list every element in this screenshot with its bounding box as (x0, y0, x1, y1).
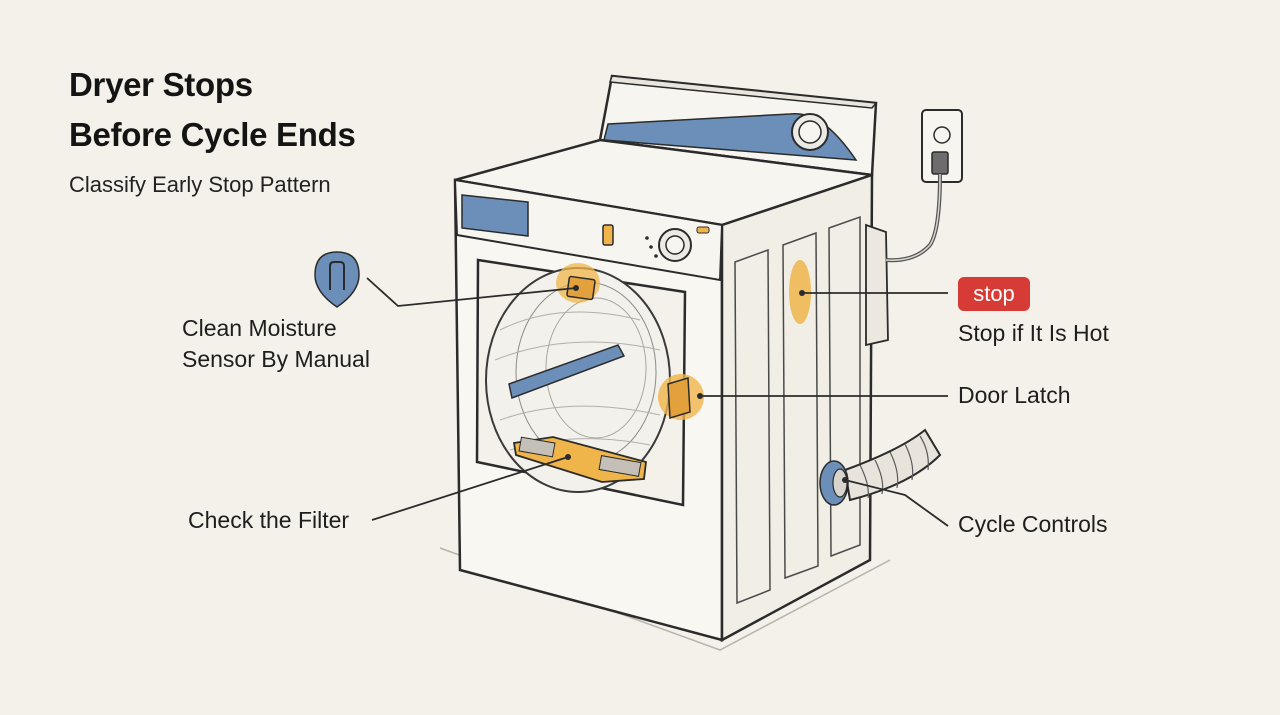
moisture-sensor-icon (314, 251, 360, 308)
dryer-side (720, 173, 874, 643)
callout-moisture-sensor-line-2: Sensor By Manual (182, 346, 370, 372)
moisture-sensor (566, 275, 596, 301)
callout-moisture-sensor-line-1: Clean Moisture (182, 315, 337, 341)
callout-door-latch: Door Latch (958, 382, 1071, 408)
callout-stop-hot: Stop if It Is Hot (958, 320, 1109, 346)
front-button (602, 224, 614, 246)
callout-filter: Check the Filter (188, 507, 350, 533)
control-console (598, 74, 878, 177)
power-cord (885, 173, 942, 263)
leader-filter (371, 456, 569, 521)
title-line-1: Dryer Stops (69, 66, 253, 103)
power-outlet (921, 109, 963, 183)
callout-cycle-controls: Cycle Controls (958, 511, 1108, 537)
drum-paddle (508, 344, 626, 400)
stop-badge: stop (958, 277, 1030, 311)
callout-moisture-sensor: Clean Moisture Sensor By Manual (182, 313, 370, 375)
vent-hose (819, 428, 942, 506)
door-latch (667, 377, 691, 419)
page-title: Dryer Stops Before Cycle Ends (69, 60, 356, 160)
leader-cycle-controls (844, 479, 949, 527)
display-screen (461, 194, 529, 237)
title-line-2: Before Cycle Ends (69, 116, 356, 153)
leader-moisture-sensor (366, 277, 577, 307)
rear-box (865, 223, 889, 347)
page-subtitle: Classify Early Stop Pattern (69, 172, 331, 197)
